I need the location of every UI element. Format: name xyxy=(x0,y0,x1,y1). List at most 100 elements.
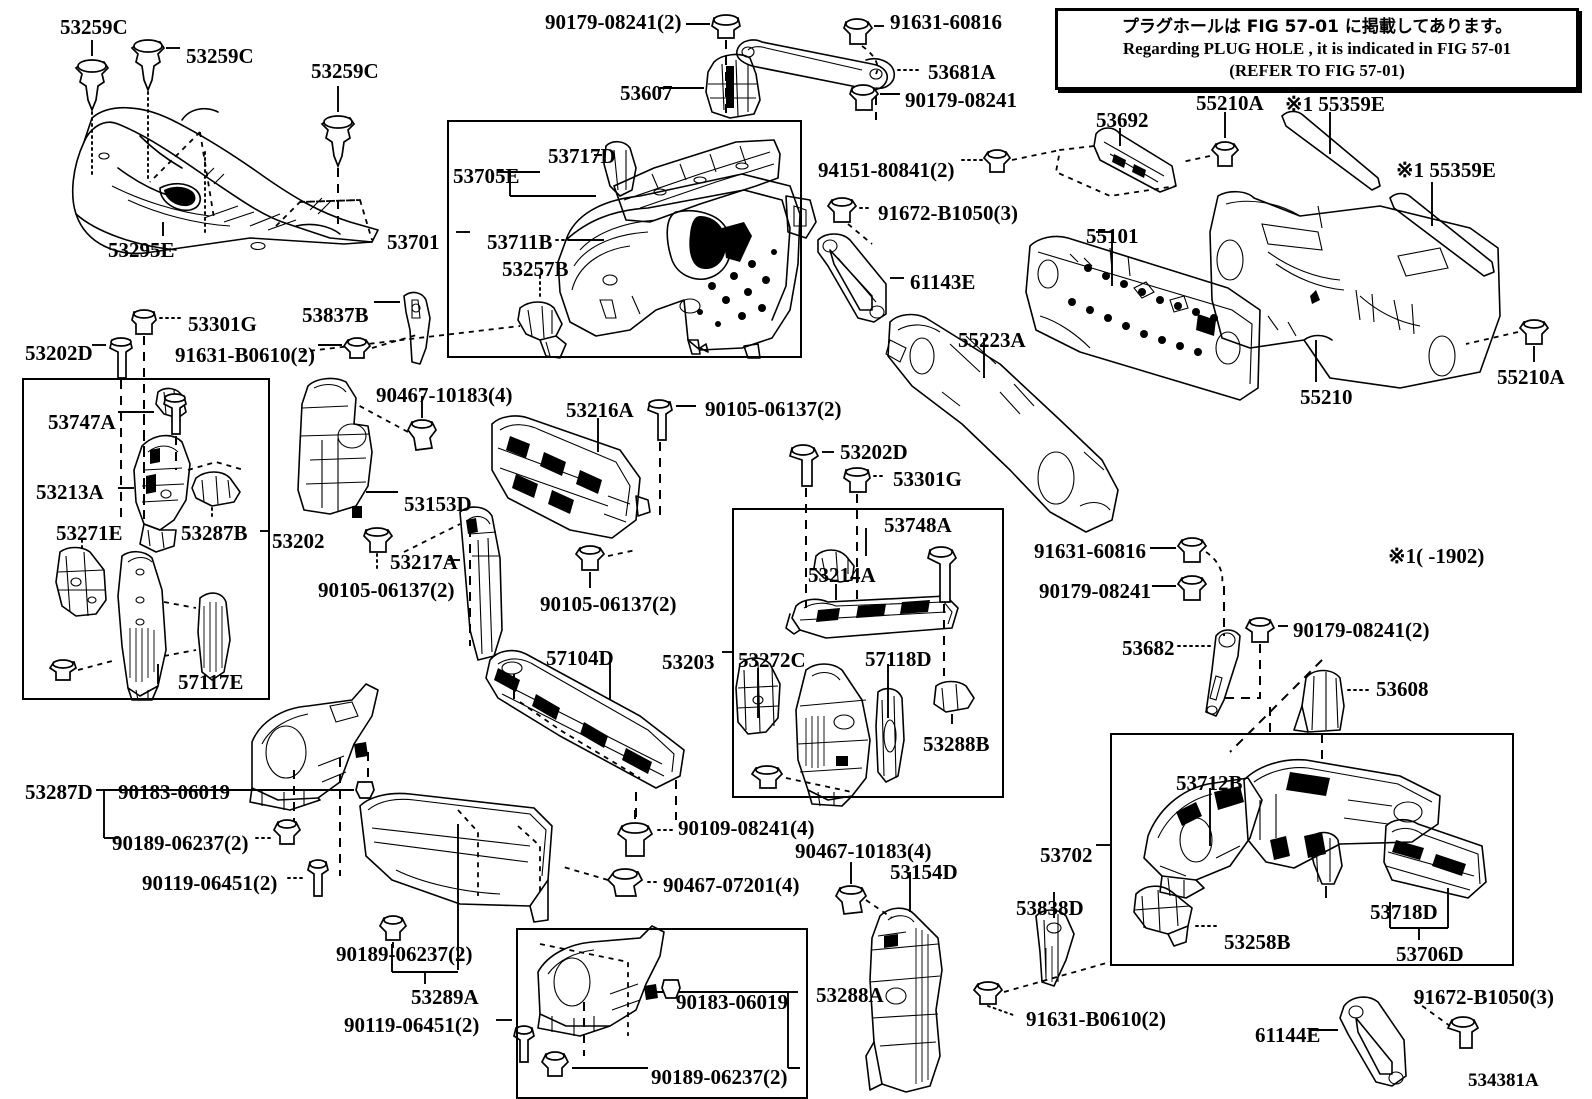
part-label-91672B10503[interactable]: 91672-B1050(3) xyxy=(878,201,1018,225)
part-label-53702[interactable]: 53702 xyxy=(1040,843,1093,867)
part-label-53608[interactable]: 53608 xyxy=(1376,677,1429,701)
part-label-90119064512[interactable]: 90119-06451(2) xyxy=(344,1013,480,1037)
part-label-53287B[interactable]: 53287B xyxy=(181,521,248,545)
part-label-9018306019[interactable]: 90183-06019 xyxy=(118,780,230,804)
part-label-53706D[interactable]: 53706D xyxy=(1396,942,1464,966)
part-label-155359E[interactable]: ※1 55359E xyxy=(1396,158,1496,182)
part-53216A xyxy=(491,415,651,539)
part-label-90179082412[interactable]: 90179-08241(2) xyxy=(1293,618,1430,642)
part-label-53288A[interactable]: 53288A xyxy=(816,983,884,1007)
fastener-94151-80841 xyxy=(961,149,1061,173)
part-label-53692[interactable]: 53692 xyxy=(1096,108,1149,132)
part-label-53154D[interactable]: 53154D xyxy=(890,860,958,884)
part-label-90189062372[interactable]: 90189-06237(2) xyxy=(112,831,249,855)
part-label-53202[interactable]: 53202 xyxy=(272,529,325,553)
part-label-53202D[interactable]: 53202D xyxy=(840,440,908,464)
plug-hole-note-box: プラグホールは FIG 57-01 に掲載してあります。 Regarding P… xyxy=(1055,8,1579,90)
part-label-53258B[interactable]: 53258B xyxy=(1224,930,1291,954)
fastener-90105-06137-b xyxy=(574,545,637,588)
part-label-53838D[interactable]: 53838D xyxy=(1016,896,1084,920)
part-label-57118D[interactable]: 57118D xyxy=(865,647,932,671)
part-55359E-2 xyxy=(1389,182,1495,277)
part-label-53682[interactable]: 53682 xyxy=(1122,636,1175,660)
part-61143E xyxy=(817,233,904,323)
part-label-53271E[interactable]: 53271E xyxy=(56,521,123,545)
part-label-55210A[interactable]: 55210A xyxy=(1497,365,1565,389)
part-label-9163160816[interactable]: 91631-60816 xyxy=(890,10,1002,34)
part-label-53701[interactable]: 53701 xyxy=(387,230,440,254)
part-label-90189062372[interactable]: 90189-06237(2) xyxy=(336,942,473,966)
part-label-53681A[interactable]: 53681A xyxy=(928,60,996,84)
part-label-55101[interactable]: 55101 xyxy=(1086,224,1139,248)
part-label-55223A[interactable]: 55223A xyxy=(958,328,1026,352)
part-label-9163160816[interactable]: 91631-60816 xyxy=(1034,539,1146,563)
part-53681A-stay xyxy=(736,39,896,91)
group-box-53288A xyxy=(516,928,808,1099)
part-label-155359E[interactable]: ※1 55359E xyxy=(1285,92,1385,116)
part-53295E-undercover xyxy=(71,106,379,255)
part-label-53272C[interactable]: 53272C xyxy=(738,648,806,672)
part-label-55210A[interactable]: 55210A xyxy=(1196,91,1264,115)
part-label-90467072014[interactable]: 90467-07201(4) xyxy=(663,873,800,897)
part-label-91631B06102[interactable]: 91631-B0610(2) xyxy=(1026,1007,1166,1031)
part-label-9017908241[interactable]: 90179-08241 xyxy=(905,88,1017,112)
clip-53259C-3 xyxy=(320,86,356,224)
part-label-53259C[interactable]: 53259C xyxy=(186,44,254,68)
part-label-53259C[interactable]: 53259C xyxy=(60,15,128,39)
part-label-55210[interactable]: 55210 xyxy=(1300,385,1353,409)
part-label-53217A[interactable]: 53217A xyxy=(390,550,458,574)
part-label-53202D[interactable]: 53202D xyxy=(25,341,93,365)
fastener-90179-08241-r xyxy=(1152,575,1225,636)
part-55101-panel xyxy=(1025,235,1261,401)
part-label-57117E[interactable]: 57117E xyxy=(178,670,244,694)
part-label-90109082414[interactable]: 90109-08241(4) xyxy=(678,816,815,840)
part-label-53705E[interactable]: 53705E xyxy=(453,164,520,188)
part-label-90105061372[interactable]: 90105-06137(2) xyxy=(705,397,842,421)
part-label-53747A[interactable]: 53747A xyxy=(48,410,116,434)
part-label-94151808412[interactable]: 94151-80841(2) xyxy=(818,158,955,182)
part-label-53712B[interactable]: 53712B xyxy=(1176,771,1243,795)
note-line-reference: (REFER TO FIG 57-01) xyxy=(1229,61,1405,81)
part-label-9017908241[interactable]: 90179-08241 xyxy=(1039,579,1151,603)
part-label-90189062372[interactable]: 90189-06237(2) xyxy=(651,1065,788,1089)
part-label-53216A[interactable]: 53216A xyxy=(566,398,634,422)
part-label-90467101834[interactable]: 90467-10183(4) xyxy=(795,839,932,863)
part-label-53301G[interactable]: 53301G xyxy=(188,312,257,336)
part-label-53214A[interactable]: 53214A xyxy=(808,563,876,587)
part-label-53711B[interactable]: 53711B xyxy=(487,230,553,254)
part-label-53259C[interactable]: 53259C xyxy=(311,59,379,83)
part-label-53213A[interactable]: 53213A xyxy=(36,480,104,504)
part-label-53301G[interactable]: 53301G xyxy=(893,467,962,491)
diagram-id: 534381A xyxy=(1468,1070,1539,1091)
group-box-53202 xyxy=(22,378,270,700)
part-label-53203[interactable]: 53203 xyxy=(662,650,715,674)
part-label-53837B[interactable]: 53837B xyxy=(302,303,369,327)
part-label-9018306019[interactable]: 90183-06019 xyxy=(676,990,788,1014)
fastener-53217A-bolt xyxy=(363,527,394,573)
fastener-90183-06019-l xyxy=(300,781,375,799)
part-label-90467101834[interactable]: 90467-10183(4) xyxy=(376,383,513,407)
part-label-53289A[interactable]: 53289A xyxy=(411,985,479,1009)
fastener-91631-60816-top xyxy=(843,18,884,75)
part-label-53153D[interactable]: 53153D xyxy=(404,492,472,516)
part-label-61144E[interactable]: 61144E xyxy=(1255,1023,1321,1047)
part-label-53295E[interactable]: 53295E xyxy=(108,238,175,262)
part-label-57104D[interactable]: 57104D xyxy=(546,646,614,670)
part-label-90105061372[interactable]: 90105-06137(2) xyxy=(540,592,677,616)
part-label-53288B[interactable]: 53288B xyxy=(923,732,990,756)
group-box-53701 xyxy=(447,120,802,358)
part-label-53287D[interactable]: 53287D xyxy=(25,780,93,804)
part-label-61143E[interactable]: 61143E xyxy=(910,270,976,294)
part-label-90119064512[interactable]: 90119-06451(2) xyxy=(142,871,278,895)
part-label-53717D[interactable]: 53717D xyxy=(548,144,616,168)
part-label-53607[interactable]: 53607 xyxy=(620,81,673,105)
part-label-53718D[interactable]: 53718D xyxy=(1370,900,1438,924)
part-label-90105061372[interactable]: 90105-06137(2) xyxy=(318,578,455,602)
part-label-53257B[interactable]: 53257B xyxy=(502,257,569,281)
part-label-53748A[interactable]: 53748A xyxy=(884,513,952,537)
fastener-91672-B1050 xyxy=(826,197,873,245)
part-label-90179082412[interactable]: 90179-08241(2) xyxy=(545,10,682,34)
part-label-91672B10503[interactable]: 91672-B1050(3) xyxy=(1414,985,1554,1009)
part-label-11902[interactable]: ※1( -1902) xyxy=(1388,544,1485,568)
part-label-91631B06102[interactable]: 91631-B0610(2) xyxy=(175,343,315,367)
